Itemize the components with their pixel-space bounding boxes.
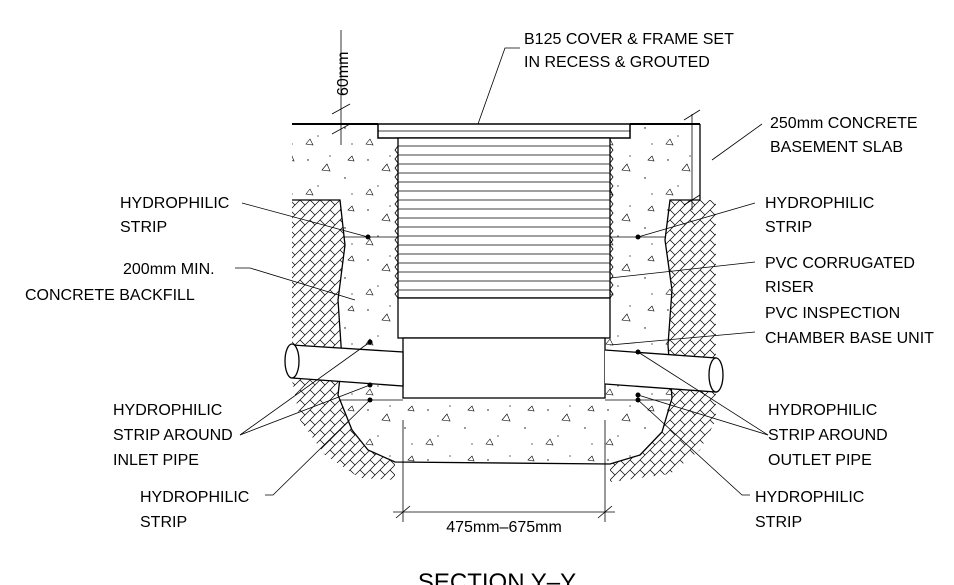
label-strip-right-bot-2: STRIP [755,514,802,531]
label-inlet-3: INLET PIPE [113,452,199,469]
label-strip-left-top-1: HYDROPHILIC [120,195,229,212]
chamber-base-unit [397,297,611,339]
label-strip-right-top-1: HYDROPHILIC [765,195,874,212]
dim-width [393,420,615,522]
label-dim-60: 60mm [335,52,352,96]
inlet-pipe [284,343,404,387]
soil-left [292,200,395,480]
soil-right [610,200,716,482]
label-strip-right-top-2: STRIP [765,219,812,236]
label-dim-width: 475mm–675mm [446,519,562,536]
excavation-outline [292,199,700,465]
label-inlet-1: HYDROPHILIC [113,402,222,419]
section-title: SECTION Y–Y [418,569,576,585]
outlet-pipe [604,349,724,393]
label-cover-2: IN RECESS & GROUTED [524,54,710,71]
label-strip-left-bot-2: STRIP [140,514,187,531]
label-cover-1: B125 COVER & FRAME SET [524,31,734,48]
label-riser-1: PVC CORRUGATED [765,255,915,272]
label-base-1: PVC INSPECTION [765,305,900,322]
label-strip-left-top-2: STRIP [120,219,167,236]
chamber-base-body [402,337,606,399]
corrugated-riser [394,137,614,299]
label-outlet-3: OUTLET PIPE [768,452,872,469]
label-backfill-2: CONCRETE BACKFILL [25,287,195,304]
dim-60mm [331,30,351,145]
label-riser-2: RISER [765,279,814,296]
label-outlet-2: STRIP AROUND [768,427,888,444]
label-inlet-2: STRIP AROUND [113,427,233,444]
label-strip-right-bot-1: HYDROPHILIC [755,489,864,506]
label-outlet-1: HYDROPHILIC [768,402,877,419]
label-slab-2: BASEMENT SLAB [770,139,903,156]
label-slab-1: 250mm CONCRETE [770,115,918,132]
label-backfill-1: 200mm MIN. [123,261,215,278]
label-strip-left-bot-1: HYDROPHILIC [140,489,249,506]
label-base-2: CHAMBER BASE UNIT [765,330,934,347]
dim-slab [683,109,701,210]
